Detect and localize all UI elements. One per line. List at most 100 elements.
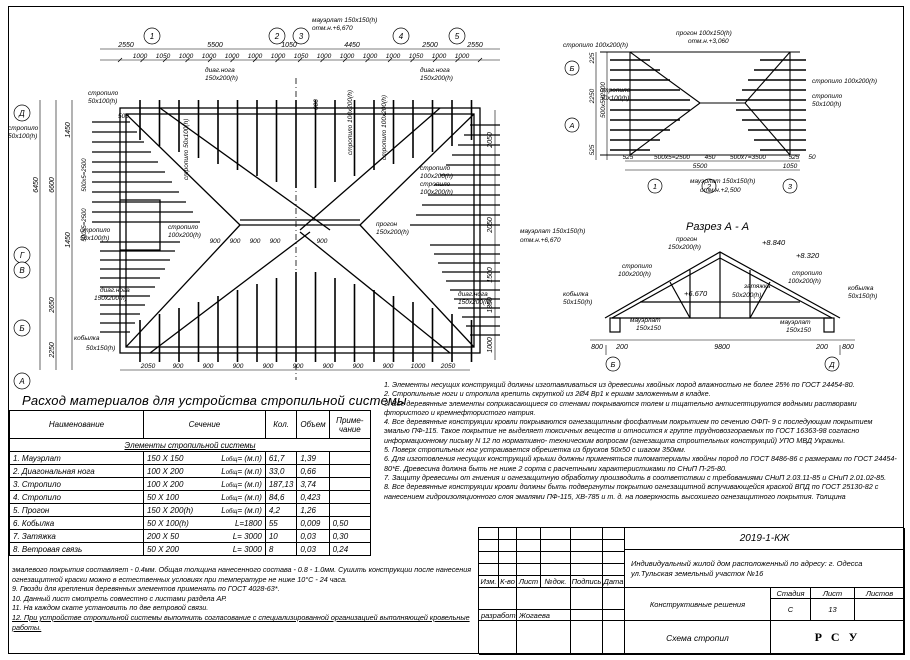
side-label-strop-r2-size: 50x100(h) (812, 101, 841, 108)
cell-vol: 0,423 (296, 490, 330, 504)
label-strop-v2: стропило 100x200(h) (381, 95, 388, 160)
dim-top-fine: 1000 (202, 53, 217, 60)
tb-sheet-label: Лист (811, 588, 855, 599)
label-600: 600 (313, 99, 320, 110)
side-dim-b3: 450 (705, 154, 716, 161)
label-diag-3: диаг.нога (100, 286, 130, 294)
cell-length: Lобщ= (м.п) (221, 492, 262, 502)
dim-top-fine: 1000 (432, 53, 447, 60)
label-strop-l2-size: 50x100(h) (8, 133, 37, 140)
cell-name: 6. Кобылка (9, 516, 144, 530)
dim-tick (410, 57, 415, 63)
dim-top-fine: 1000 (271, 53, 286, 60)
section-label-kobylka-l-size: 50x150(h) (563, 299, 592, 306)
dim-bottom: 900 (383, 363, 394, 370)
axis-label-1: 1 (150, 32, 154, 41)
dim-bottom: 900 (233, 363, 244, 370)
label-strop-c3: стропило (420, 181, 451, 188)
dim-top-fine: 1000 (179, 53, 194, 60)
cell-name: 4. Стропило (9, 490, 144, 504)
note-1: 1. Элементы несущих конструкций должны и… (384, 380, 855, 389)
cell-name: 7. Затяжка (9, 529, 144, 543)
cell-length: L= 3000 (232, 544, 262, 554)
dim-top-fine: 1050 (409, 53, 424, 60)
side-label-strop-top: стропило 100x200(h) (563, 42, 628, 49)
section-label-strop-l: стропило (622, 263, 653, 270)
note-4: 4. Все деревянные конструкции кровли пок… (384, 417, 873, 445)
side-label-mauerlat-elev: отм.н.+2,500 (700, 187, 741, 194)
dim-inner-3: 900 (250, 238, 261, 245)
cell-section: 50 X 100(h)L=1800 (142, 516, 266, 530)
cell-length: L= 3000 (232, 531, 262, 541)
dim-top-fine: 1000 (317, 53, 332, 60)
dim-tick (477, 57, 483, 63)
section-label-zatyazhka: затяжка (743, 283, 771, 290)
dim-bottom: 900 (203, 363, 214, 370)
dim-bottom: 900 (263, 363, 274, 370)
dim-left-1: 6450 (33, 177, 40, 193)
section-label-kobylka-r: кобылка (848, 284, 874, 292)
label-strop-l3: стропило (80, 227, 111, 234)
dim-right-1: 2050 (487, 132, 494, 149)
section-label-mauerlat-l-size: 150x150 (636, 325, 661, 332)
cell-vol: 0,009 (296, 516, 330, 530)
dim-tick (252, 57, 258, 63)
note-8-cont: эмалевого покрытия составляет - 0.4мм. О… (12, 565, 472, 584)
sheet-frame (8, 6, 904, 654)
tb-section-name: Конструктивные решения (625, 588, 771, 621)
dim-right-2: 2050 (487, 217, 494, 234)
section-elev-left: +6.670 (684, 289, 708, 298)
cell-qty: 10 (264, 529, 298, 543)
dim-tick (162, 57, 168, 63)
side-dim-b2: 500x5=2500 (654, 154, 690, 161)
dim-inner-1: 900 (210, 238, 221, 245)
cell-name: 2. Диагональная нога (9, 464, 144, 478)
note-3: 3. Все деревянные элементы соприкасающие… (384, 398, 857, 417)
label-mauerlat-right: мауэрлат 150x150(h) (520, 228, 585, 235)
dim-tick (117, 57, 123, 63)
tb-code: 2019-1-КЖ (625, 528, 905, 550)
dim-inner-4: 900 (270, 238, 281, 245)
tb-object: Индивидуальный жилой дом расположенный п… (625, 550, 905, 588)
dim-left-fine-1: 500x5=2500 (82, 158, 88, 192)
cell-note: 0,24 (328, 542, 372, 556)
note-6: 6. Для изготовления несущих конструкций … (384, 454, 897, 473)
tb-col-date: Дата (603, 576, 625, 588)
dim-tick (342, 57, 348, 63)
section-axis-b: Б (611, 360, 616, 369)
dim-tick (320, 57, 325, 63)
label-progon-size: 150x200(h) (376, 229, 409, 236)
side-axis-b: Б (570, 64, 575, 73)
section-elev-ridge: +8.840 (762, 238, 786, 247)
dim-left-3: 1450 (65, 122, 72, 138)
section-elev-right: +8.320 (796, 251, 820, 260)
note-12: 12. При устройстве стропильной системы в… (12, 612, 470, 632)
dim-top-6: 2550 (466, 42, 483, 49)
dim-top-fine: 1000 (133, 53, 148, 60)
label-mauerlat-right-elev: отм.н.+6,670 (520, 237, 561, 244)
section-label-strop-r-size: 100x200(h) (788, 278, 821, 285)
section-dim-3: 9800 (714, 344, 730, 351)
cell-vol: 0,03 (296, 542, 330, 556)
label-strop-v1: стропило 100x200(h) (347, 90, 354, 155)
note-2: 2. Стропильные ноги и стропила крепить с… (384, 389, 711, 399)
label-diag-4-size: 150x200(h) (458, 299, 491, 306)
dim-top-fine: 1000 (248, 53, 263, 60)
axis-label-4: 4 (399, 32, 404, 41)
section-dim-4: 200 (815, 344, 828, 351)
tb-col-list: Лист (517, 576, 541, 588)
section-label-strop-l-size: 100x200(h) (618, 271, 651, 278)
note-7: 7. Защиту древесины от гниения и огнезащ… (384, 472, 887, 482)
note-8: 8. Все деревянные конструкции кровли дол… (384, 482, 879, 501)
side-dim-o1: 5500 (693, 163, 708, 170)
side-label-strop-l-size: 50x100(h) (600, 95, 629, 102)
cell-vol: 0,66 (296, 464, 330, 478)
side-dim-left-2: 2250 (589, 88, 596, 104)
dim-tick (297, 57, 303, 63)
